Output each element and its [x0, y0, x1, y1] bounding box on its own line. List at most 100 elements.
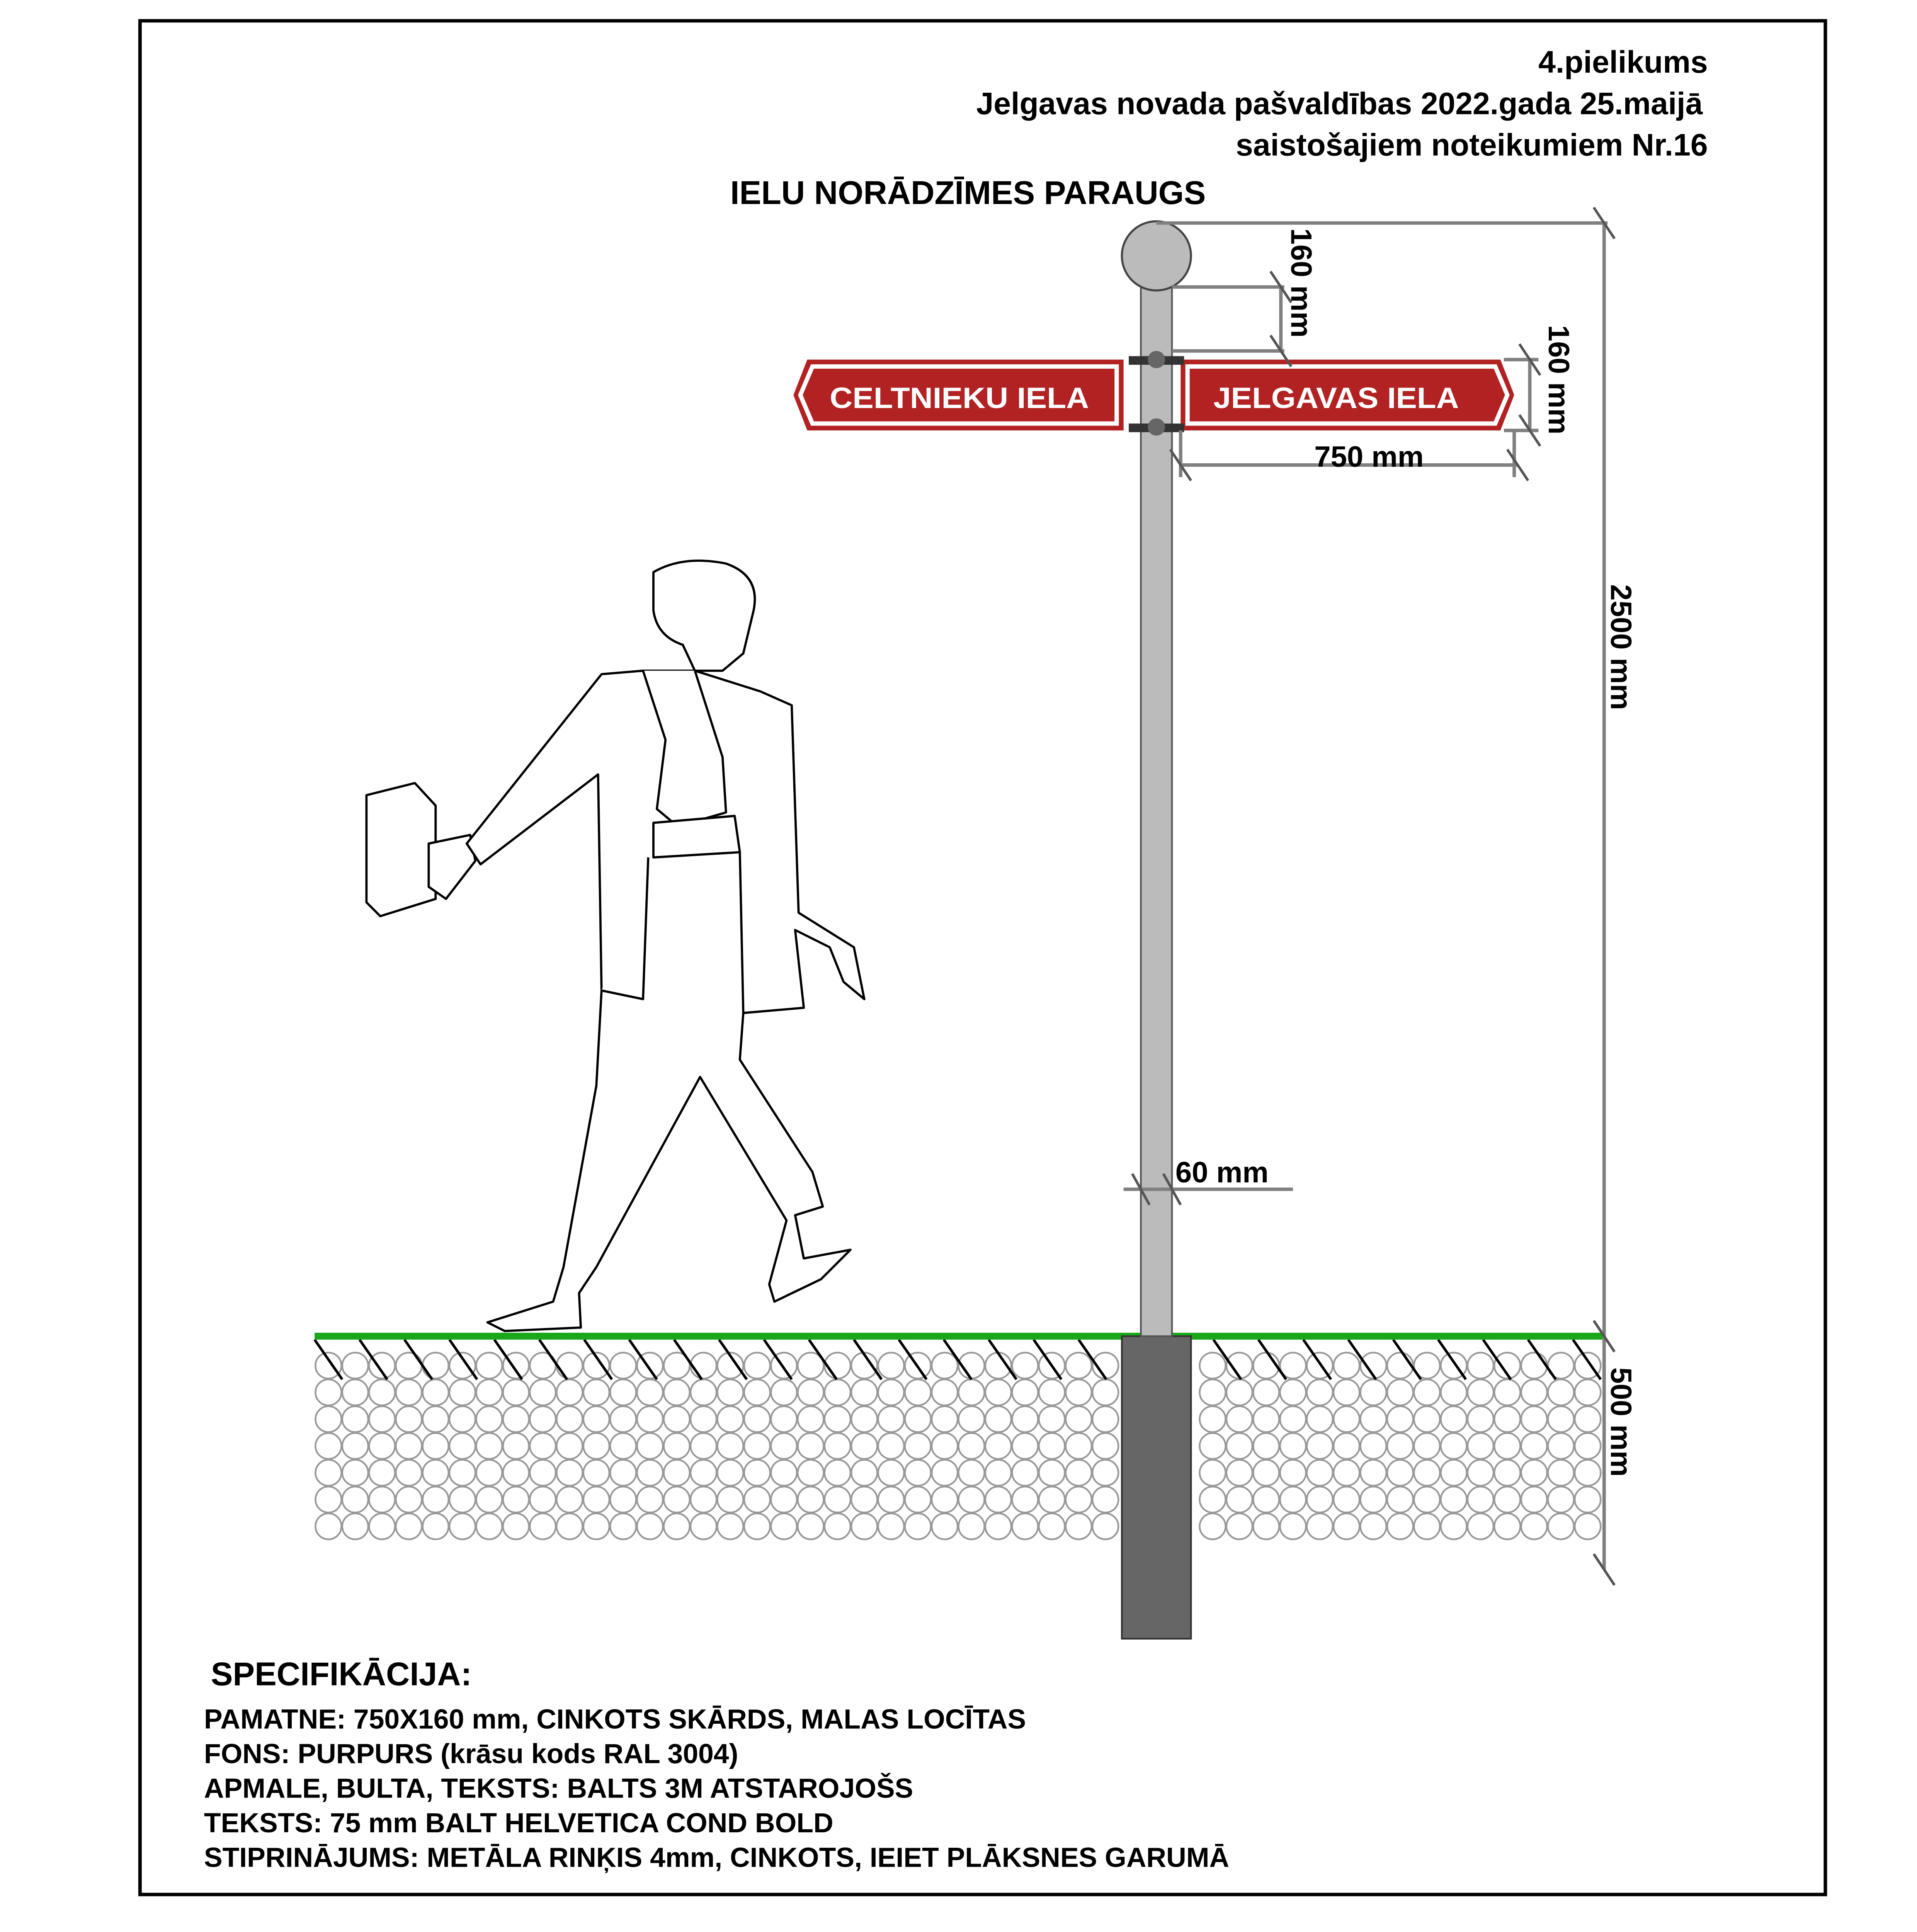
soil-circle	[1306, 1432, 1334, 1460]
soil-circle	[1091, 1432, 1119, 1460]
soil-circle	[1493, 1378, 1521, 1406]
walking-person-figure	[365, 560, 866, 1332]
soil-circle	[1547, 1512, 1575, 1540]
soil-circle	[475, 1512, 503, 1540]
soil-circle	[1011, 1459, 1039, 1487]
soil-circle	[663, 1378, 691, 1406]
soil-circle	[1011, 1352, 1039, 1379]
soil-circle	[556, 1378, 583, 1406]
soil-circle	[315, 1405, 342, 1433]
sign-brackets	[1129, 351, 1184, 436]
soil-circle	[1225, 1486, 1254, 1514]
soil-circle	[502, 1459, 530, 1487]
soil-circle	[529, 1378, 557, 1406]
soil-circle	[663, 1486, 691, 1514]
soil-circle	[930, 1486, 959, 1514]
soil-circle	[1332, 1378, 1361, 1406]
soil-circle	[395, 1378, 423, 1406]
soil-circle	[582, 1486, 611, 1514]
soil-circle	[556, 1486, 583, 1514]
soil-circle	[850, 1432, 878, 1460]
spec-line: PAMATNE: 750X160 mm, CINKOTS SKĀRDS, MAL…	[204, 1704, 1026, 1735]
soil-circle	[582, 1459, 611, 1487]
ground-hatch	[448, 1339, 478, 1380]
soil-circle	[958, 1378, 985, 1406]
soil-circle	[341, 1432, 369, 1460]
soil-circle	[1332, 1352, 1361, 1379]
spec-line: TEKSTS: 75 mm BALT HELVETICA COND BOLD	[204, 1808, 833, 1838]
sign-right: JELGAVAS IELA	[1180, 359, 1514, 431]
soil-circle	[448, 1432, 476, 1460]
ground-hatch	[898, 1339, 928, 1380]
soil-circle	[877, 1512, 905, 1540]
soil-circle	[475, 1486, 503, 1514]
soil-circle	[1547, 1405, 1575, 1433]
soil-circle	[448, 1459, 476, 1487]
soil-circle	[609, 1432, 637, 1460]
soil-circle	[502, 1432, 530, 1460]
soil-circle	[797, 1378, 825, 1406]
soil-circle	[1520, 1378, 1548, 1406]
soil-circle	[1440, 1405, 1468, 1433]
soil-circle	[1574, 1378, 1602, 1406]
ground-hatch	[1302, 1339, 1332, 1380]
page-border	[138, 19, 1827, 1896]
soil-circle	[368, 1432, 396, 1460]
soil-circle	[984, 1378, 1012, 1406]
ground-hatch	[942, 1339, 973, 1380]
ground-hatch	[583, 1339, 613, 1380]
soil-circle	[1332, 1405, 1361, 1433]
soil-circle	[1440, 1432, 1468, 1460]
soil-circle	[502, 1512, 530, 1540]
soil-circle	[1091, 1459, 1119, 1487]
spec-line: APMALE, BULTA, TEKSTS: BALTS 3M ATSTAROJ…	[204, 1772, 913, 1804]
soil-circle	[556, 1405, 583, 1433]
soil-circle	[663, 1405, 691, 1433]
soil-circle	[609, 1352, 637, 1379]
ground-hatch	[313, 1339, 344, 1380]
soil-circle	[529, 1512, 557, 1540]
soil-circle	[448, 1405, 476, 1433]
soil-circle	[958, 1512, 985, 1540]
soil-circle	[1413, 1512, 1441, 1540]
soil-circle	[1386, 1352, 1414, 1379]
soil-circle	[770, 1459, 798, 1487]
soil-circle	[341, 1459, 369, 1487]
soil-circle	[984, 1486, 1012, 1514]
soil-circle	[1520, 1459, 1548, 1487]
soil-circle	[930, 1378, 959, 1406]
soil-circle	[368, 1486, 396, 1514]
soil-circle	[930, 1512, 959, 1540]
soil-circle	[984, 1432, 1012, 1460]
soil-circle	[1386, 1486, 1414, 1514]
soil-circle	[1493, 1486, 1521, 1514]
soil-circle	[315, 1486, 342, 1514]
soil-circle	[341, 1486, 369, 1514]
soil-circle	[850, 1459, 878, 1487]
sign-height-label: 160 mm	[1542, 325, 1575, 434]
soil-circle	[1520, 1432, 1548, 1460]
ball-height-label: 160 mm	[1285, 228, 1318, 338]
soil-circle	[636, 1512, 664, 1540]
soil-circle	[904, 1459, 932, 1487]
soil-circle	[1332, 1512, 1361, 1540]
soil-circle	[315, 1432, 342, 1460]
ground-hatch	[1347, 1339, 1377, 1380]
soil-circle	[1466, 1512, 1495, 1540]
soil-circle	[877, 1352, 905, 1379]
soil-circle	[1225, 1459, 1254, 1487]
spec-line: STIPRINĀJUMS: METĀLA RINĶIS 4mm, CINKOTS…	[204, 1842, 1229, 1873]
soil-circle	[689, 1352, 718, 1379]
soil-circle	[395, 1352, 423, 1379]
soil-circle	[1359, 1378, 1387, 1406]
foundation-depth-label: 500 mm	[1604, 1367, 1637, 1477]
soil-circle	[877, 1405, 905, 1433]
soil-circle	[1574, 1459, 1602, 1487]
soil-circle	[1065, 1378, 1093, 1406]
soil-circle	[529, 1405, 557, 1433]
soil-circle	[958, 1405, 985, 1433]
soil-circle	[797, 1459, 825, 1487]
soil-circle	[663, 1512, 691, 1540]
soil-circle	[877, 1432, 905, 1460]
soil-circle	[1547, 1486, 1575, 1514]
